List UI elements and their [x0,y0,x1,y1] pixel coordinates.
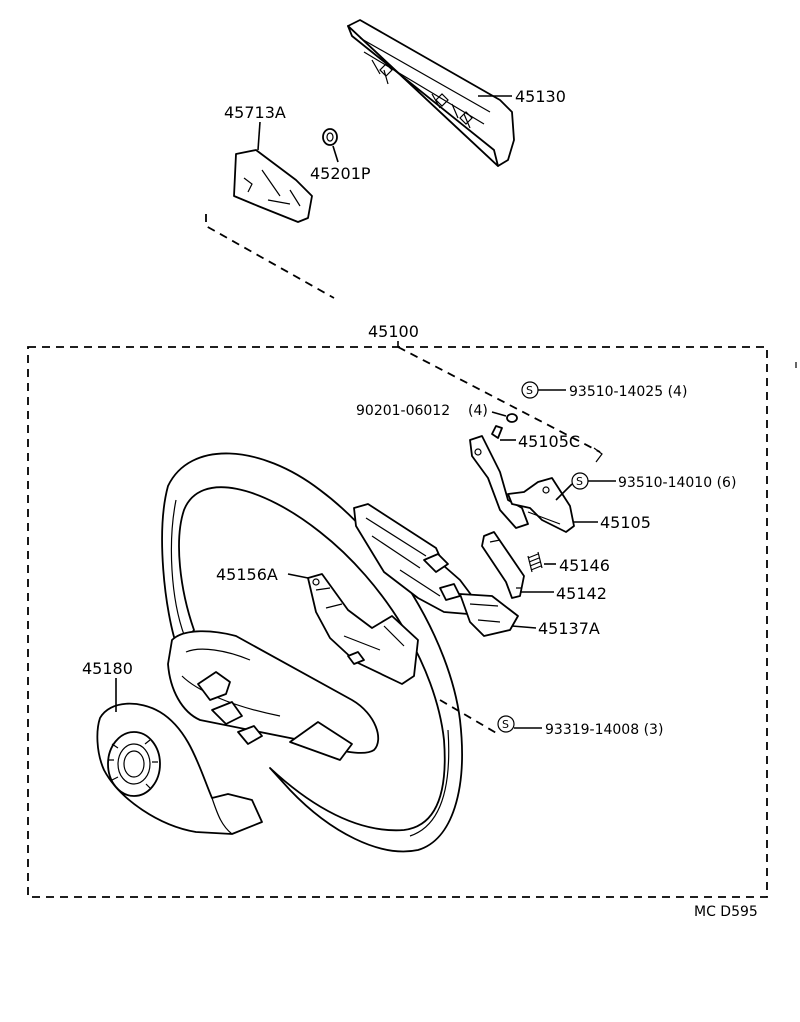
horn-plate-part [307,573,419,685]
part-label-45180: 45180 [82,659,133,678]
screw-symbol: S [502,718,509,731]
part-qty-90201: (4) [468,403,488,419]
spring-part [527,551,543,573]
assembly-dashed-line-top [205,214,335,299]
leader-90201 [491,411,507,417]
part-label-45713A: 45713A [224,103,286,122]
part-label-45146: 45146 [559,556,610,575]
part-label-45137A: 45137A [538,619,600,638]
horn-pad-cover-part [347,19,515,167]
part-label-45201P: 45201P [310,164,371,183]
horn-contact-bracket-part-2 [507,477,575,533]
nut-part [322,128,338,146]
screw-callout-93510-14025: S 93510-14025 (4) [521,381,687,400]
part-label-45142: 45142 [556,584,607,603]
assembly-dashed-line-lower [439,699,499,735]
washer-part [506,413,518,423]
part-label-45156A: 45156A [216,565,278,584]
diagram-code: MC D595 [694,904,758,920]
part-label-93510-14025: 93510-14025 (4) [569,384,687,400]
part-label-45105: 45105 [600,513,651,532]
horn-contact-part [459,593,519,637]
leader-45713A [257,121,261,151]
steering-wheel-spoke-part [167,630,379,761]
part-label-45130: 45130 [515,87,566,106]
arrow-tip-upper [593,447,603,463]
part-label-90201: 90201-06012 [356,403,450,419]
screw-symbol: S [526,384,533,397]
part-label-45105C: 45105C [518,432,580,451]
assembly-dashed-line-upper [397,346,601,453]
part-label-93510-14010: 93510-14010 (6) [618,475,736,491]
screw-symbol: S [576,475,583,488]
steering-wheel-assembly-box [27,346,768,898]
part-label-45100: 45100 [368,322,419,341]
emblem-bracket-part [233,149,313,223]
leader-45137A [511,625,537,629]
rear-cover-part [96,702,263,835]
leader-45156A [287,573,309,579]
screw-callout-93510-14010: S 93510-14010 (6) [555,472,736,501]
part-label-93319-14008: 93319-14008 (3) [545,722,663,738]
contact-plate-part [481,531,525,599]
screw-callout-93319-14008: S 93319-14008 (3) [497,715,663,738]
leader-45201P [332,145,339,163]
